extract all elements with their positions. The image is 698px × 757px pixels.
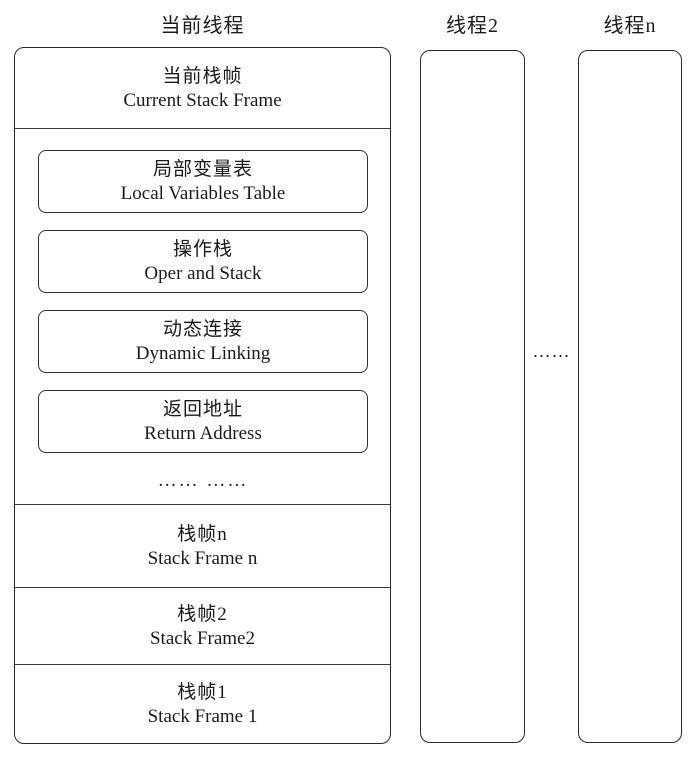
operand-stack-label-zh: 操作栈 [172,239,233,260]
local-variables-table-box: 局部变量表 Local Variables Table [38,150,368,213]
dynamic-linking-box: 动态连接 Dynamic Linking [38,310,368,373]
dynamic-linking-label-zh: 动态连接 [162,319,243,340]
between-columns-ellipsis: …… [532,341,571,361]
stack-frame-2-label-en: Stack Frame2 [149,627,255,649]
current-stack-frame-label-en: Current Stack Frame [123,89,282,111]
stack-frame-2-section: 栈帧2 Stack Frame2 [15,588,390,665]
return-address-label-en: Return Address [144,423,262,444]
current-stack-frame-label-zh: 当前栈帧 [162,65,243,87]
operand-stack-label-en: Oper and Stack [144,263,262,284]
stack-frame-n-label-en: Stack Frame n [147,547,258,569]
threadn-stack-container [578,50,682,743]
stack-frame-n-label-zh: 栈帧n [177,523,228,545]
stack-frame-1-section: 栈帧1 Stack Frame 1 [15,665,390,743]
dynamic-linking-label-en: Dynamic Linking [135,343,271,364]
stack-frame-n-section: 栈帧n Stack Frame n [15,505,390,588]
thread1-stack-container: 当前栈帧 Current Stack Frame 局部变量表 Local Var… [14,47,391,744]
operand-stack-box: 操作栈 Oper and Stack [38,230,368,293]
threadn-title: 线程n [603,15,657,37]
stack-frame-1-label-en: Stack Frame 1 [147,705,258,727]
frame-detail-section: 局部变量表 Local Variables Table 操作栈 Oper and… [15,129,390,505]
local-variables-table-label-en: Local Variables Table [120,183,286,204]
current-stack-frame-section: 当前栈帧 Current Stack Frame [15,48,390,129]
stack-frame-1-label-zh: 栈帧1 [177,681,228,703]
frame-detail-ellipsis: …… …… [157,470,249,491]
local-variables-table-label-zh: 局部变量表 [152,159,253,180]
return-address-label-zh: 返回地址 [162,399,243,420]
stack-frame-2-label-zh: 栈帧2 [177,603,228,625]
thread1-title: 当前线程 [160,15,245,37]
thread2-title: 线程2 [446,15,499,37]
return-address-box: 返回地址 Return Address [38,390,368,453]
thread2-stack-container [420,50,525,743]
